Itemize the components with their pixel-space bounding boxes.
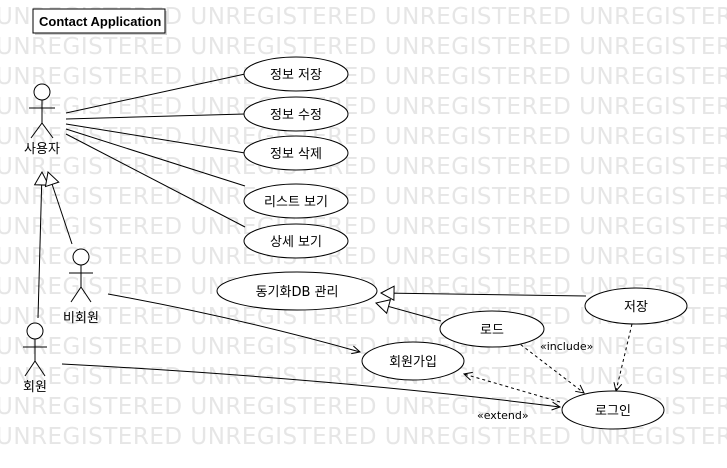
usecase-detail-view-label: 상세 보기: [270, 235, 322, 250]
dependency-lines: [464, 323, 633, 403]
usecase-delete-info-label: 정보 삭제: [270, 147, 322, 162]
usecase-save-info[interactable]: 정보 저장: [243, 56, 349, 92]
actor-guest[interactable]: 비회원: [63, 248, 99, 326]
extend-label: «extend»: [477, 409, 529, 422]
usecase-save[interactable]: 저장: [584, 287, 688, 325]
actor-member[interactable]: 회원: [23, 322, 47, 395]
actor-member-label: 회원: [23, 380, 47, 395]
usecase-load[interactable]: 로드: [439, 310, 545, 348]
actor-user[interactable]: 사용자: [24, 83, 60, 157]
usecase-load-label: 로드: [480, 323, 504, 338]
usecase-signup[interactable]: 회원가입: [361, 341, 465, 381]
usecase-save-label: 저장: [624, 300, 648, 315]
usecase-edit-info-label: 정보 수정: [270, 108, 322, 123]
watermark-row: UNREGISTERED UNREGISTERED UNREGISTERED U…: [0, 154, 727, 180]
stick-figure-icon: [29, 83, 55, 139]
actor-usecase-lines: [61, 293, 560, 407]
diagram-title: Contact Application: [39, 14, 161, 29]
sync-generalizations: [374, 285, 587, 322]
stick-figure-icon: [23, 322, 47, 377]
watermark-row: UNREGISTERED UNREGISTERED UNREGISTERED U…: [0, 184, 727, 210]
watermark-row: UNREGISTERED UNREGISTERED UNREGISTERED U…: [0, 94, 727, 120]
usecase-save-info-label: 정보 저장: [270, 68, 322, 83]
actor-generalizations: [33, 170, 73, 319]
include-label: «include»: [540, 340, 593, 353]
watermark-row: UNREGISTERED UNREGISTERED UNREGISTERED U…: [0, 244, 727, 270]
actor-guest-label: 비회원: [63, 311, 99, 326]
usecase-signup-label: 회원가입: [389, 355, 437, 370]
stick-figure-icon: [69, 248, 93, 303]
usecase-list-view-label: 리스트 보기: [264, 195, 328, 210]
usecase-login-label: 로그인: [595, 404, 631, 419]
usecase-sync-db[interactable]: 동기화DB 관리: [216, 271, 378, 311]
watermark-row: UNREGISTERED UNREGISTERED UNREGISTERED U…: [0, 34, 727, 60]
usecase-list-view[interactable]: 리스트 보기: [243, 183, 349, 219]
usecase-delete-info[interactable]: 정보 삭제: [243, 135, 349, 171]
watermark-row: UNREGISTERED UNREGISTERED UNREGISTERED U…: [0, 214, 727, 240]
user-associations: [65, 73, 246, 228]
usecase-detail-view[interactable]: 상세 보기: [243, 223, 349, 259]
usecase-login[interactable]: 로그인: [561, 390, 665, 430]
usecase-edit-info[interactable]: 정보 수정: [243, 96, 349, 132]
usecase-sync-db-label: 동기화DB 관리: [256, 285, 339, 300]
diagram-title-box: Contact Application: [32, 8, 167, 35]
watermark-row: UNREGISTERED UNREGISTERED UNREGISTERED U…: [0, 64, 727, 90]
watermark-row: UNREGISTERED UNREGISTERED UNREGISTERED U…: [0, 124, 727, 150]
actor-user-label: 사용자: [24, 142, 60, 157]
